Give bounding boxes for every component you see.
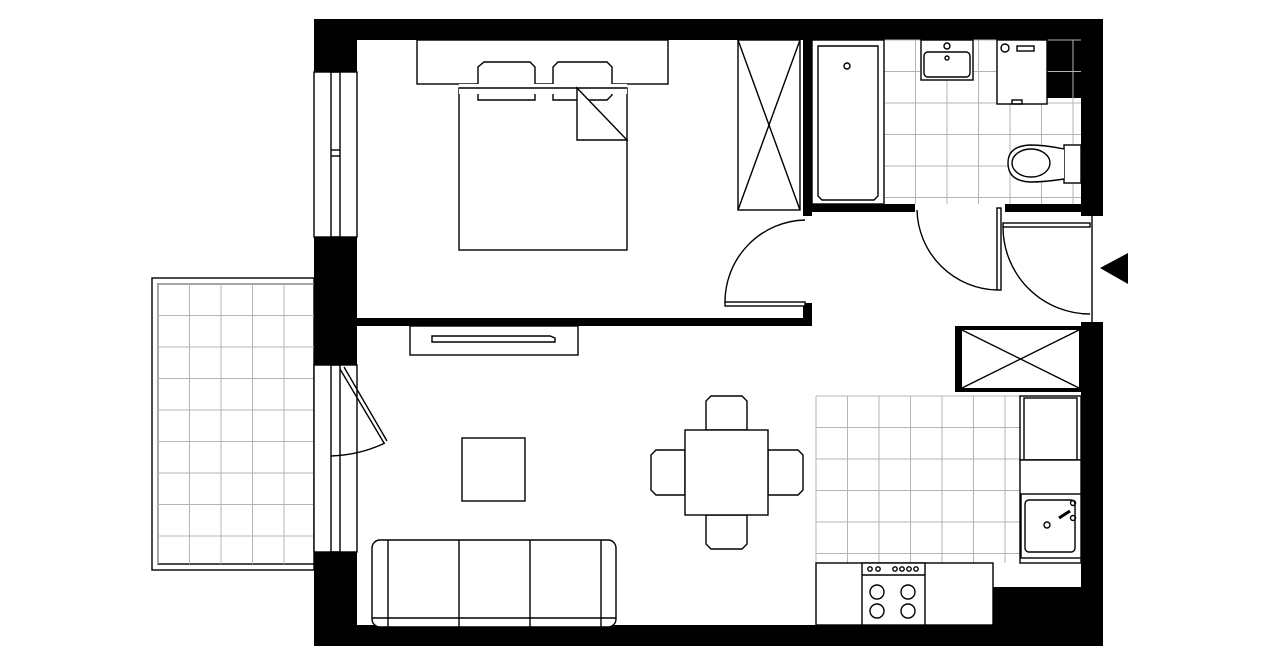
stove-knob-icon bbox=[899, 566, 905, 572]
walls bbox=[314, 19, 1103, 646]
window-bedroom bbox=[313, 71, 358, 238]
bed bbox=[416, 39, 669, 251]
tv-stand bbox=[409, 325, 579, 356]
entrance-arrow-icon bbox=[1100, 253, 1128, 284]
stove-knob-icon bbox=[906, 566, 912, 572]
balcony-door bbox=[313, 364, 388, 553]
wardrobe-bedroom bbox=[737, 39, 801, 211]
coffee-table bbox=[461, 437, 526, 502]
balcony bbox=[151, 277, 315, 571]
stove-burner-icon bbox=[900, 584, 916, 600]
sofa bbox=[371, 539, 617, 628]
stove-knob-icon bbox=[867, 566, 873, 572]
dining-set bbox=[650, 395, 804, 550]
stove-burner-icon bbox=[869, 603, 885, 619]
door-bedroom bbox=[724, 219, 806, 307]
kitchen bbox=[815, 326, 1083, 626]
stove-knob-icon bbox=[913, 566, 919, 572]
stove-burner-icon bbox=[900, 603, 916, 619]
door-bathroom bbox=[916, 207, 1002, 291]
stove-burner-icon bbox=[869, 584, 885, 600]
entrance-door bbox=[1002, 216, 1093, 322]
stove-knob-icon bbox=[892, 566, 898, 572]
bathroom bbox=[811, 39, 1082, 205]
stove-knob-icon bbox=[875, 566, 881, 572]
